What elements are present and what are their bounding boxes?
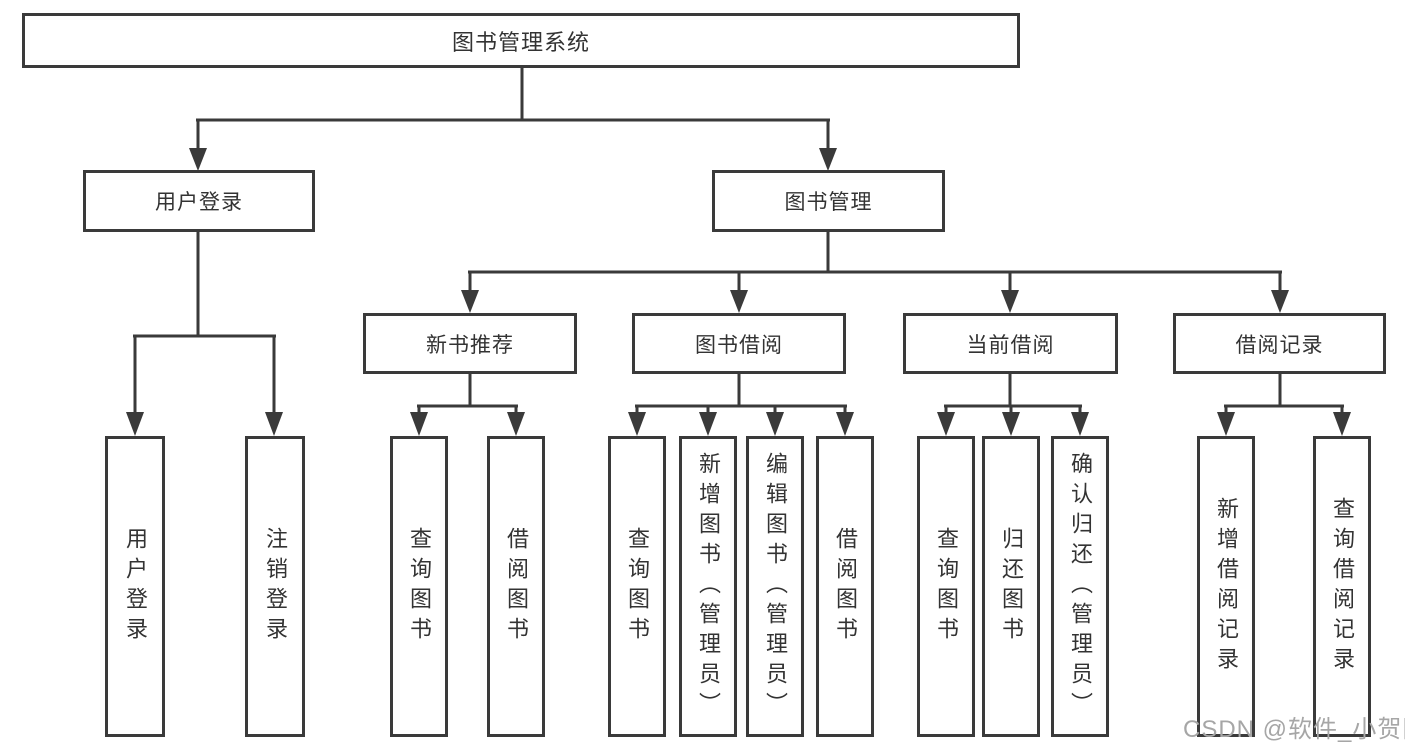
- node-book-management: 图书管理: [712, 170, 945, 232]
- node-new-book-recommend: 新书推荐: [363, 313, 577, 374]
- node-new-book-recommend-label: 新书推荐: [426, 333, 514, 357]
- node-book-borrow: 图书借阅: [632, 313, 846, 374]
- node-leaf-return-book: 归还图书: [982, 436, 1040, 737]
- node-leaf-borrow-books-1-label: 借阅图书: [504, 526, 529, 647]
- node-leaf-add-borrow-record-label: 新增借阅记录: [1214, 496, 1239, 677]
- node-leaf-query-borrow-record: 查询借阅记录: [1313, 436, 1371, 737]
- node-leaf-logout: 注销登录: [245, 436, 305, 737]
- node-leaf-edit-book-admin-label: 编辑图书（管理员）: [763, 451, 788, 722]
- node-leaf-query-books-1-label: 查询图书: [407, 526, 432, 647]
- csdn-watermark: CSDN @软件_小贺同学: [1183, 716, 1405, 743]
- node-leaf-logout-label: 注销登录: [263, 526, 288, 647]
- node-book-management-label: 图书管理: [784, 191, 873, 214]
- connector-borrow-records-to-children: [1217, 374, 1351, 436]
- connector-user-login-to-children: [126, 232, 283, 436]
- node-leaf-query-books-3: 查询图书: [917, 436, 975, 737]
- node-borrow-records-label: 借阅记录: [1235, 333, 1324, 357]
- node-book-borrow-label: 图书借阅: [695, 333, 783, 357]
- node-root: 图书管理系统: [22, 13, 1020, 68]
- node-leaf-borrow-books-2-label: 借阅图书: [833, 526, 858, 647]
- node-leaf-add-borrow-record: 新增借阅记录: [1197, 436, 1255, 737]
- node-current-borrow-label: 当前借阅: [966, 333, 1055, 357]
- node-leaf-user-login-label: 用户登录: [123, 526, 148, 647]
- node-leaf-borrow-books-1: 借阅图书: [487, 436, 545, 737]
- node-leaf-query-books-2-label: 查询图书: [625, 526, 650, 647]
- node-leaf-confirm-return-admin: 确认归还（管理员）: [1051, 436, 1109, 737]
- node-user-login-label: 用户登录: [155, 191, 243, 214]
- node-leaf-query-borrow-record-label: 查询借阅记录: [1330, 496, 1355, 677]
- node-root-label: 图书管理系统: [451, 29, 590, 55]
- connector-book-mgmt-to-level3: [461, 232, 1289, 313]
- connector-book-borrow-to-children: [628, 374, 854, 436]
- node-leaf-borrow-books-2: 借阅图书: [816, 436, 874, 737]
- connector-new-books-to-children: [410, 374, 525, 436]
- node-leaf-add-book-admin: 新增图书（管理员）: [679, 436, 737, 737]
- connector-root-to-level2: [189, 68, 837, 171]
- node-leaf-query-books-3-label: 查询图书: [934, 526, 959, 647]
- node-leaf-confirm-return-admin-label: 确认归还（管理员）: [1068, 451, 1093, 722]
- connector-current-borrow-to-children: [937, 374, 1089, 436]
- node-leaf-edit-book-admin: 编辑图书（管理员）: [746, 436, 804, 737]
- node-user-login: 用户登录: [83, 170, 315, 232]
- node-leaf-return-book-label: 归还图书: [999, 526, 1024, 647]
- node-leaf-query-books-2: 查询图书: [608, 436, 666, 737]
- node-leaf-query-books-1: 查询图书: [390, 436, 448, 737]
- node-current-borrow: 当前借阅: [903, 313, 1118, 374]
- node-leaf-add-book-admin-label: 新增图书（管理员）: [696, 451, 721, 722]
- node-borrow-records: 借阅记录: [1173, 313, 1386, 374]
- node-leaf-user-login: 用户登录: [105, 436, 165, 737]
